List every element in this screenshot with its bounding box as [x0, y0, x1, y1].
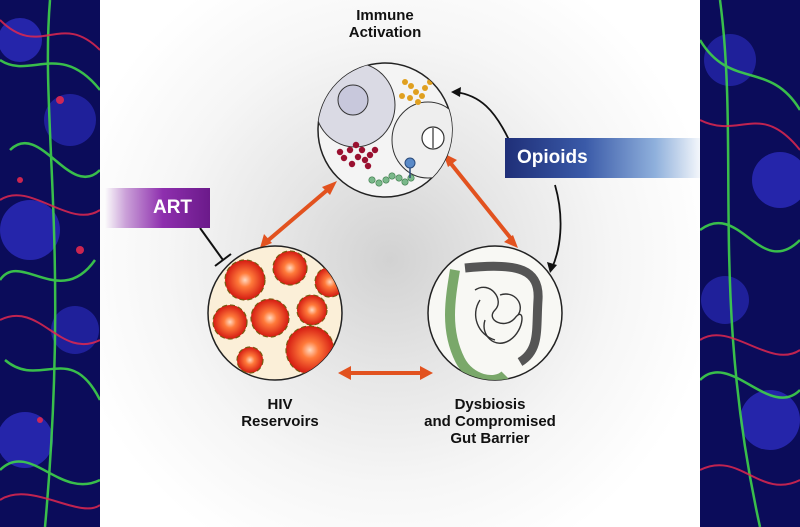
dysbiosis-label: Dysbiosis and Compromised Gut Barrier: [424, 396, 556, 447]
left-fluorescence-image: [0, 0, 100, 527]
cycle-arrows: [263, 158, 515, 375]
cycle-diagram: [199, 62, 563, 381]
hiv-reservoirs-node: [207, 245, 343, 381]
immune-activation-node: [317, 62, 453, 198]
arrow-immune-to-hiv: [263, 184, 334, 245]
art-label: ART: [152, 197, 193, 218]
art-inhibition: [199, 227, 232, 267]
opioid-arrows: [454, 91, 562, 269]
arrow-opioids-to-gut: [551, 184, 562, 269]
right-fluorescence-image: [700, 0, 800, 527]
arrow-immune-to-gut: [446, 158, 515, 243]
immune-activation-label: Immune Activation: [348, 7, 422, 41]
art-tag: ART: [105, 188, 210, 228]
opioids-tag: Opioids: [505, 138, 700, 178]
opioids-label: Opioids: [517, 147, 588, 168]
gut-barrier-node: [427, 245, 563, 381]
diagram-panel: Immune Activation HIV Reservoirs Dysbios…: [100, 0, 700, 527]
hiv-reservoirs-label: HIV Reservoirs: [241, 396, 319, 430]
arrow-opioids-to-immune: [454, 91, 511, 143]
